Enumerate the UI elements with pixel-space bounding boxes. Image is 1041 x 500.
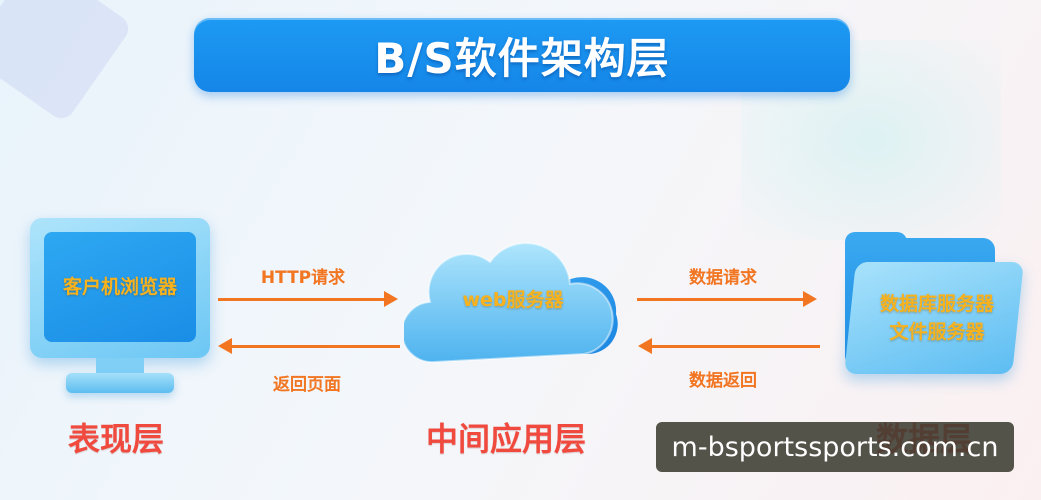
file-server-label: 文件服务器 xyxy=(889,321,985,343)
middle-layer-label: 中间应用层 xyxy=(426,420,587,458)
client-browser-label: 客户机浏览器 xyxy=(62,276,177,298)
arrow-right-icon xyxy=(637,291,817,307)
title-banner: B/S软件架构层 xyxy=(194,18,850,92)
web-server-label: web服务器 xyxy=(462,289,564,311)
arrow-right-icon xyxy=(218,291,398,307)
arrow-left-icon xyxy=(638,338,820,354)
monitor-screen: 客户机浏览器 xyxy=(44,232,196,342)
watermark-banner: m-bsportssports.com.cn xyxy=(656,422,1014,472)
data-return-label: 数据返回 xyxy=(689,371,757,391)
monitor-base xyxy=(66,373,174,393)
cloud-icon: web服务器 xyxy=(400,230,622,380)
data-server-labels: 数据库服务器 文件服务器 xyxy=(852,290,1022,346)
watermark-text: m-bsportssports.com.cn xyxy=(671,431,999,463)
database-server-label: 数据库服务器 xyxy=(879,293,994,315)
decorative-shape xyxy=(0,0,134,124)
presentation-layer-label: 表现层 xyxy=(68,420,165,458)
http-request-label: HTTP请求 xyxy=(260,268,346,288)
data-request-label: 数据请求 xyxy=(689,268,757,288)
return-page-label: 返回页面 xyxy=(273,375,341,395)
page-title: B/S软件架构层 xyxy=(374,33,670,83)
arrow-left-icon xyxy=(218,338,400,354)
monitor-stand xyxy=(96,358,144,376)
monitor-icon: 客户机浏览器 xyxy=(30,218,210,358)
